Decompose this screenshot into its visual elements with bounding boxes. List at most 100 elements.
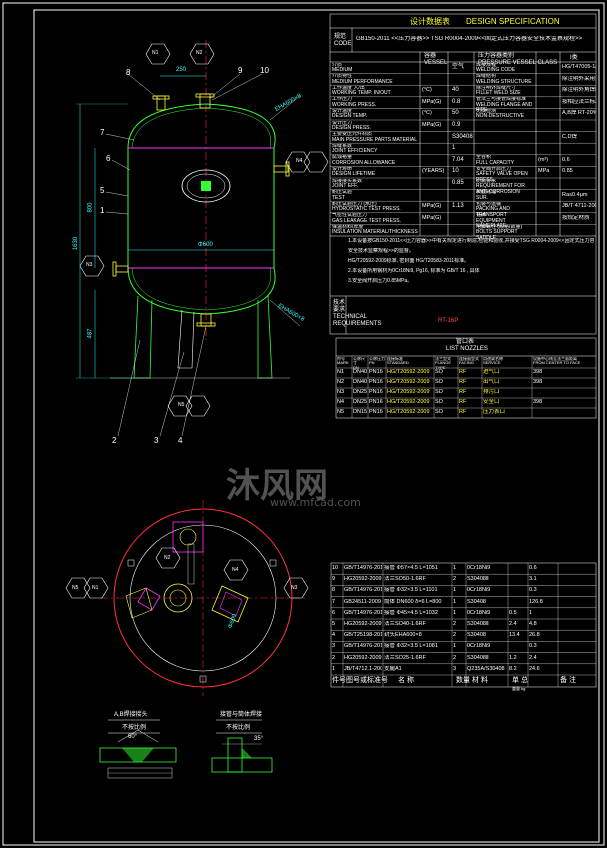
spec-row-value: 1 xyxy=(452,145,456,152)
nozzle-cell: 安全口 xyxy=(483,399,500,405)
nozzle-header: 设备中心线至法兰面距离 FROM CENTER TO FACE xyxy=(533,356,581,365)
bom-header: 名 称 xyxy=(398,677,414,684)
dim-width-mid: Φ600 xyxy=(198,242,213,248)
bom-cell: 1.2 xyxy=(509,654,517,661)
nozzle-title: 管口表 xyxy=(456,339,475,345)
plan-tag: N4 xyxy=(232,567,239,573)
spec-row-value: 7.04 xyxy=(452,156,464,163)
bom-cell: 13.4 xyxy=(509,632,520,639)
spec-row-label: 焊缝系数 JOINT EFFICIENCY xyxy=(332,143,378,155)
nozzle-tag: N5 xyxy=(178,402,185,408)
bom-cell: Q235A/S30408 xyxy=(467,665,505,672)
plan-tag: N5 xyxy=(72,585,79,591)
leg-left xyxy=(133,295,153,379)
part-label: 6 xyxy=(106,154,111,163)
bom-cell: 法兰SO50-1.6RF xyxy=(384,576,426,583)
bom-header: 图号或标准号 xyxy=(346,677,388,684)
nozzle-cell: 出气口 xyxy=(483,379,500,385)
nozzle-cell: SO xyxy=(435,379,443,385)
bom-cell: 封头EHA600×8 xyxy=(384,632,422,639)
bom-cell: 接管 Φ32×3.5 L=1101 xyxy=(384,587,438,594)
bom-cell: 8.2 xyxy=(509,665,517,672)
nozzle-cell: RF xyxy=(459,409,467,415)
bom-cell: 0Cr18Ni9 xyxy=(467,609,491,616)
spec-row-value2: HG/T47005-1/T4709-2011 xyxy=(562,64,596,70)
bom-cell: 2.4 xyxy=(529,654,537,661)
spec-row-label: 气密性试验压力 GAS LEAKAGE TEST PRESS. xyxy=(332,213,402,224)
spec-row-label: 工作压力 WORKING PRESS. xyxy=(332,97,377,108)
spec-row-label: 工作温度 入/出 WORKING TEMP. IN/OUT xyxy=(332,85,391,97)
bom-cell: 4 xyxy=(332,632,336,639)
bom-cell: HG20592-2009 xyxy=(344,654,382,661)
nozzle-cell: DN15 xyxy=(353,409,367,415)
spec-row-label2: 全容积 FULL CAPACITY xyxy=(476,155,515,166)
spec-row-value: 0.85 xyxy=(452,180,464,186)
bom-cell: GB/T14976-2012 xyxy=(344,565,382,571)
code-value: GB150-2011 <<压力容器>> TSG R0004-2009<<固定式压… xyxy=(356,36,582,42)
spec-row-unit: MPa(G) xyxy=(422,98,442,105)
bom-cell: GB/T14976-2012 xyxy=(344,609,382,616)
nozzle-cell: SO xyxy=(435,399,443,405)
bom-header: 备 注 xyxy=(560,677,576,684)
nozzle-cell: RF xyxy=(459,379,467,385)
bom-cell: GB/T14976-2012 xyxy=(344,587,382,594)
nozzle-cell: N4 xyxy=(337,399,345,405)
nozzle-header: 法兰型式 FLANGE TYPE xyxy=(435,356,452,370)
bom-cell: 0Cr18Ni9 xyxy=(467,643,491,650)
bom-cell: 筒体 DN600 δ=6 L=800 xyxy=(384,598,442,605)
nozzle-side-right xyxy=(273,165,289,173)
spec-row-label: 设计寿命 DESIGN LIFETIME xyxy=(332,166,376,178)
bom-cell: 0.3 xyxy=(529,587,537,594)
dim-height-total: 1630 xyxy=(73,236,80,251)
spec-row-label2: 焊接规程 WELDING CODE xyxy=(476,62,516,73)
bom-cell: HG20592-2009 xyxy=(344,621,382,627)
spec-row-value: 0.8 xyxy=(452,98,461,105)
bom-cell: 法兰SO40-1.6RF xyxy=(384,621,426,627)
spec-row-value2: 按规定材质 xyxy=(562,214,590,221)
part-label: 8 xyxy=(126,68,131,77)
spec-note: HG/T20592-2009标准, 密封面 HG/T20583-2011标准。 xyxy=(348,258,470,264)
bom-cell: 10 xyxy=(332,565,339,571)
design-spec-table xyxy=(329,13,597,335)
spec-row-value2: C,D焊 xyxy=(562,133,577,140)
detail-left-sub: 不按比例 xyxy=(122,725,147,731)
nozzle-cell: N3 xyxy=(337,389,345,395)
dim-width-top: 250 xyxy=(176,67,187,73)
nozzle-cell: RF xyxy=(459,369,467,375)
nozzle-cell: HG/T20592-2009 xyxy=(387,409,430,415)
bom-cell: S30408 xyxy=(467,632,486,639)
nozzle-cell: PN16 xyxy=(369,389,383,395)
bom-cell: 8 xyxy=(332,587,336,594)
spec-note: 3.安全阀开启压力0.85MPa。 xyxy=(348,278,413,284)
nozzle-cell: 排污口 xyxy=(483,389,500,395)
bom-cell: 0Cr18Ni9 xyxy=(467,565,491,571)
nozzle-cell: PN16 xyxy=(369,369,383,375)
spec-row-label: 主要受压元件材质 MAIN PRESSURE PARTS MATERIAL xyxy=(332,132,418,143)
spec-row-label: 焊接接头系数 JOINT EFF. xyxy=(332,178,363,189)
nozzle-side-left xyxy=(115,265,129,273)
nozzle-header: 用途或名称 SERVICE xyxy=(483,356,503,365)
nozzle-cell: DN40 xyxy=(353,369,367,375)
bom-cell: 26.8 xyxy=(529,632,540,639)
spec-row-value2: 除注明外采用全焊透结构 xyxy=(562,75,596,82)
spec-row-label2: 地脚螺栓 (规格/数量) BOLTS SUPPORT SADDLE xyxy=(476,224,523,241)
spec-row-value2: A,B焊 RT-20% 检测技术等级 AB级 合格级别 xyxy=(562,110,596,117)
spec-row-unit: MPa(G) xyxy=(422,214,442,221)
spec-row-value2: 除注明外角焊缝腰高等于两焊件中较薄者之厚度 xyxy=(562,87,596,94)
bom-cell: 2.4 xyxy=(509,621,517,627)
part-label: 9 xyxy=(238,66,243,75)
top-head xyxy=(127,103,276,149)
spec-row-label2: 管法兰与接管焊接标准 WELDING FLANGE AND PIPE xyxy=(476,97,533,114)
nozzle-title-en: LIST NOZZLES xyxy=(446,346,488,352)
spec-row-unit: MPa(G) xyxy=(422,122,442,128)
bom-cell: 3 xyxy=(453,665,457,672)
watermark-logo: 沐风网 xyxy=(226,466,328,506)
spec-row-label: 耐压试验 TEST xyxy=(332,190,353,201)
nozzle-cell: N5 xyxy=(337,409,345,415)
spec-row-unit2: (m³) xyxy=(538,156,549,163)
detail-left-title: A,B焊接接头 xyxy=(114,712,148,718)
nozzle-cell: DN25 xyxy=(353,399,367,405)
nozzle-cell: RF xyxy=(459,399,467,405)
spec-row-value2: Ra≤0.4μm xyxy=(562,191,588,198)
